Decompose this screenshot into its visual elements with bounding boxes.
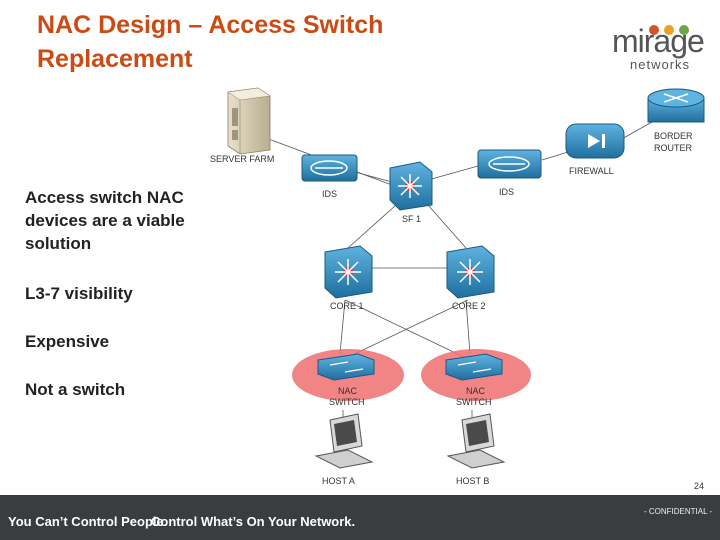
slide-title-line-1: NAC Design – Access Switch <box>37 11 384 39</box>
firewall-icon <box>565 123 625 159</box>
core2-label: CORE 2 <box>452 301 486 311</box>
border-router-label-1: BORDER <box>654 131 693 141</box>
server-farm-icon <box>227 87 271 155</box>
ids-left-icon <box>301 154 358 182</box>
core1-switch-icon <box>324 245 373 299</box>
ids-left-label: IDS <box>322 189 337 199</box>
slide-title: NAC Design – Access Switch Replacement <box>37 8 477 76</box>
core2-switch-icon <box>446 245 495 299</box>
core1-label: CORE 1 <box>330 301 364 311</box>
slide-title-line-2: Replacement <box>37 45 193 73</box>
logo-graphic <box>649 25 689 35</box>
logo-wordmark: mirage <box>612 23 705 59</box>
server-farm-label: SERVER FARM <box>210 154 274 164</box>
page-number: 24 <box>694 481 705 491</box>
bullet-2: L3-7 visibility <box>25 284 133 303</box>
nac-switch-b-label-1: NAC <box>466 386 486 396</box>
ids-right-label: IDS <box>499 187 514 197</box>
host-b-icon <box>446 413 506 469</box>
bullet-1: Access switch NAC devices are a viable s… <box>25 188 185 253</box>
bullet-3: Expensive <box>25 332 110 351</box>
firewall-label: FIREWALL <box>569 166 614 176</box>
border-router-icon <box>647 88 705 123</box>
nac-switch-a-icon <box>317 353 375 381</box>
sf1-switch-icon <box>389 161 433 211</box>
nac-switch-b-icon <box>445 353 503 381</box>
confidential-label: - CONFIDENTIAL - <box>644 507 713 516</box>
bullet-4: Not a switch <box>25 380 126 399</box>
network-diagram: SERVER FARM IDS SF 1 IDS FIREWALL <box>210 87 705 486</box>
footer-tagline-part-2: Control What’s On Your Network. <box>151 514 356 529</box>
connection-lines <box>257 121 653 420</box>
nac-switch-a-label-2: SWITCH <box>329 397 365 407</box>
nac-switch-a-label-1: NAC <box>338 386 358 396</box>
company-logo: mirage networks <box>608 24 708 72</box>
host-b-label: HOST B <box>456 476 489 486</box>
host-a-label: HOST A <box>322 476 355 486</box>
footer-bar: You Can’t Control People. Control What’s… <box>0 495 720 540</box>
sf1-label: SF 1 <box>402 214 421 224</box>
footer-tagline-part-1: You Can’t Control People. <box>8 514 168 529</box>
nac-switch-b-label-2: SWITCH <box>456 397 492 407</box>
logo-subtext: networks <box>630 57 691 72</box>
host-a-icon <box>314 413 374 469</box>
border-router-label-2: ROUTER <box>654 143 693 153</box>
ids-right-icon <box>477 149 542 179</box>
